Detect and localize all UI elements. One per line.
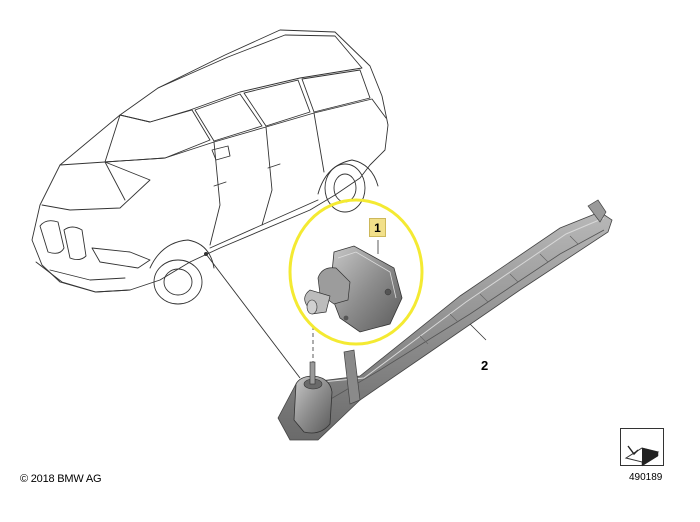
- copyright-notice: © 2018 BMW AG: [20, 473, 102, 485]
- highlight-circle-part-1: [288, 198, 424, 346]
- callout-label-1: 1: [369, 218, 386, 237]
- diagram-number: 490189: [629, 472, 663, 483]
- callout-label-2: 2: [481, 358, 489, 373]
- part-2-rail: [277, 199, 613, 441]
- vehicle-outline: [31, 29, 389, 305]
- diagram-symbol-icon: [620, 428, 664, 467]
- part-1-sensor: [304, 245, 403, 333]
- leader-line-vehicle: [205, 253, 301, 379]
- leader-line-part-2: [469, 323, 487, 341]
